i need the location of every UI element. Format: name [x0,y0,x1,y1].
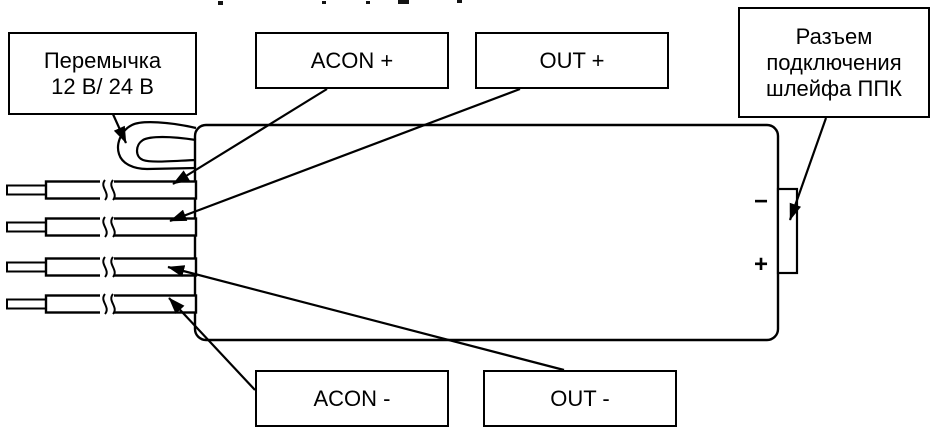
wire-break-icon [110,293,116,315]
label-box-out-minus: OUT - [483,370,677,427]
acon-plus-label: ACON + [310,47,394,73]
arrow-ppk [788,117,828,221]
wire-insulation [44,180,198,200]
label-box-ppk: Разъем подключения шлейфа ППК [738,7,930,118]
out-plus-label: OUT + [539,47,605,73]
acon-minus-label: ACON - [313,385,391,411]
arrow-jumper [110,111,128,144]
device-body [193,123,780,342]
label-box-out-plus: OUT + [475,32,669,89]
text-cutoff-fragments [218,0,462,5]
wire-bare-tip [6,221,47,233]
out-minus-label: OUT - [550,385,610,411]
wire-insulation [44,217,198,237]
ppk-connector [776,187,799,275]
jumper-loop [116,121,197,171]
wire-insulation [44,294,198,314]
wire-break-icon [102,216,108,238]
jumper-label-line1: Перемычка [43,47,162,73]
jumper-label-line2: 12 В/ 24 В [51,73,154,99]
ppk-label-line2: подключения [766,49,902,75]
wire-bare-tip [6,261,47,273]
wire-break-icon [102,256,108,278]
terminal-plus-sign: + [753,251,768,278]
label-box-acon-minus: ACON - [255,370,449,427]
arrow-out-plus [169,87,521,223]
wire-insulation [44,257,198,277]
wire-out-minus [6,256,198,278]
arrow-out-minus [167,265,565,372]
wire-break-icon [110,216,116,238]
wire-bare-tip [6,298,47,310]
wire-break-icon [102,179,108,201]
wire-out-plus [6,216,198,238]
label-box-jumper: Перемычка 12 В/ 24 В [8,32,197,115]
callout-arrows [110,87,828,391]
wire-break-icon [102,293,108,315]
arrow-acon-plus [172,88,328,185]
arrow-acon-minus [168,297,256,391]
wire-acon-minus [6,293,198,315]
ppk-label-line3: шлейфа ППК [766,75,902,101]
ppk-label-line1: Разъем [795,23,873,49]
label-box-acon-plus: ACON + [255,32,449,89]
terminal-minus-sign: − [753,188,768,215]
wire-acon-plus [6,179,198,201]
wire-break-icon [110,256,116,278]
wire-break-icon [110,179,116,201]
wire-bare-tip [6,184,47,196]
